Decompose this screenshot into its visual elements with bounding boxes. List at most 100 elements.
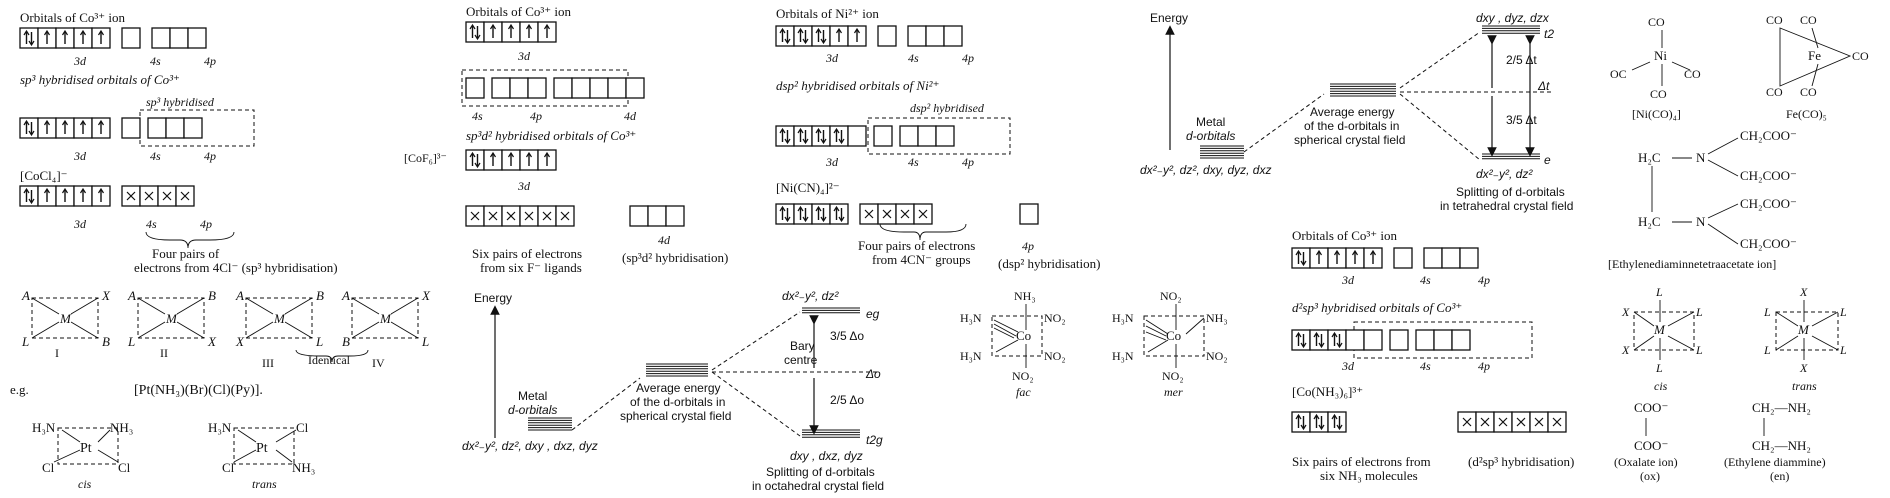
pt-cis-pt: Pt — [80, 441, 92, 456]
ni-dsp2-panel: Orbitals of Ni²⁺ ion 3d 4s 4p dsp² hybri… — [775, 6, 1100, 271]
mer-nh3-right: NH₃ — [1206, 311, 1228, 325]
fac-co: Co — [1016, 328, 1031, 343]
e-label: e — [1544, 153, 1551, 167]
edta-structure: H₂C N CH₂COO⁻ CH₂COO⁻ H₂C N CH₂COO⁻ CH₂C… — [1608, 128, 1797, 271]
trans-x-top: X — [1799, 285, 1808, 299]
isomer-ligand: B — [316, 288, 324, 303]
isomer-ligand: B — [342, 334, 350, 349]
fac-no2-lower: NO₂ — [1044, 349, 1066, 363]
metal-orbital-names: dx²₋y², dz², dxy , dxz, dyz — [462, 439, 598, 453]
isomer-ligand: L — [421, 334, 429, 349]
ligand-electron-pair — [918, 209, 928, 219]
orbital-box — [793, 203, 813, 225]
six-pairs-line1: Six pairs of electrons from — [1292, 454, 1431, 469]
orbital-label-3d: 3d — [517, 49, 531, 63]
electron-up-head — [43, 187, 51, 194]
electron-down-head — [802, 216, 809, 223]
orbital-box — [19, 27, 39, 49]
electron-up-head — [489, 151, 497, 158]
orbital-box — [899, 125, 919, 147]
fac-caption: fac — [1016, 385, 1031, 399]
octa-caption-line1: Splitting of d-orbitals — [766, 465, 875, 479]
isomer-metal: M — [165, 311, 178, 326]
oxalate-abbrev: (ox) — [1640, 469, 1660, 483]
electron-down-head — [1336, 342, 1343, 349]
fe-atom: Fe — [1808, 48, 1821, 63]
ligand-electron-pair — [1462, 417, 1472, 427]
cis-m: M — [1653, 322, 1666, 337]
fe-co5-formula: Fe(CO)₅ — [1786, 107, 1827, 121]
avg-energy-line1: Average energy — [1310, 105, 1395, 119]
t2g-levels — [802, 429, 860, 438]
cof6-complex-label: [CoF₆]³⁻ — [404, 151, 447, 165]
orbital-box — [775, 25, 795, 47]
three-fifths-delta: 3/5 Δo — [830, 329, 864, 343]
conh3-complex-label: [Co(NH₃)₆]³⁺ — [1292, 384, 1363, 399]
orbital-box — [1291, 247, 1311, 269]
orbital-box — [1309, 329, 1329, 351]
electron-down-head — [802, 38, 809, 45]
sp3-hybridised-box-label: sp³ hybridised — [146, 95, 215, 109]
mer-h3n-upper: H₃N — [1112, 311, 1134, 325]
electron-up-head — [23, 119, 30, 126]
t2g-orbital-names: dxy , dxz, dyz — [790, 449, 863, 463]
isomer-ligand: L — [21, 334, 29, 349]
orbital-label-4p: 4p — [1478, 359, 1490, 373]
electron-up-head — [1313, 413, 1320, 420]
orbital-box — [847, 125, 867, 147]
cocl4-complex-label: [CoCl₄]⁻ — [20, 168, 68, 183]
identical-brace — [295, 349, 369, 363]
cis-l-top: L — [1655, 285, 1663, 299]
ligand-electron-pair — [900, 209, 910, 219]
fe-co5-structure: CO CO Fe CO CO CO Fe(CO)₅ — [1766, 13, 1869, 121]
mer-co: Co — [1166, 328, 1181, 343]
electron-down-head — [474, 162, 481, 169]
four-pairs-line2: from 4CN⁻ groups — [872, 252, 971, 267]
electron-up-head — [507, 151, 515, 158]
pt-trans-pt: Pt — [256, 441, 268, 456]
energy-label: Energy — [1150, 11, 1188, 25]
isomer-ligand: X — [421, 288, 431, 303]
orbital-label-3d: 3d — [73, 217, 87, 231]
avg-energy-line2: of the d-orbitals in — [630, 395, 725, 409]
cis-l-ur: L — [1695, 305, 1703, 319]
isomer-ligand: X — [101, 288, 111, 303]
orbital-box — [1415, 329, 1435, 351]
orbital-box — [775, 125, 795, 147]
fac-h3n-lower: H₃N — [960, 349, 982, 363]
orbital-box — [1345, 329, 1365, 351]
spherical-field-levels — [646, 363, 708, 377]
orbital-box — [19, 117, 39, 139]
fac-h3n-upper: H₃N — [960, 311, 982, 325]
electron-up-head — [79, 187, 87, 194]
electron-up-head — [797, 205, 804, 212]
sp3-hybrid-label: sp³ hybridised orbitals of Co³⁺ — [20, 72, 180, 87]
six-pairs-line2: from six F⁻ ligands — [480, 260, 582, 275]
orbital-box — [1291, 411, 1311, 433]
isomer-ligand: X — [207, 334, 217, 349]
delta-o-label: Δo — [865, 367, 881, 381]
dsp2-orbital-row — [775, 125, 955, 147]
trans-m: M — [1797, 322, 1810, 337]
pt-trans-cl-left: Cl — [222, 460, 235, 475]
electron-up-head — [833, 127, 840, 134]
edta-caption: [Ethylenediaminnetetraacetate ion] — [1608, 257, 1776, 271]
electron-down-head — [838, 216, 845, 223]
orbital-label-4p: 4p — [1478, 273, 1490, 287]
ligand-electron-pair — [1498, 417, 1508, 427]
orbital-box — [1433, 329, 1453, 351]
orbital-box — [151, 27, 171, 49]
cis-x-ul: X — [1621, 305, 1630, 319]
eg-label: eg — [866, 307, 880, 321]
orbital-label-4p: 4p — [204, 149, 216, 163]
orbital-box — [877, 25, 897, 47]
orbital-box — [907, 25, 927, 47]
electron-up-head — [779, 127, 786, 134]
orbital-box — [1451, 329, 1471, 351]
electron-up-head — [833, 205, 840, 212]
electron-up-head — [1331, 331, 1338, 338]
orbital-label-4p: 4p — [200, 217, 212, 231]
